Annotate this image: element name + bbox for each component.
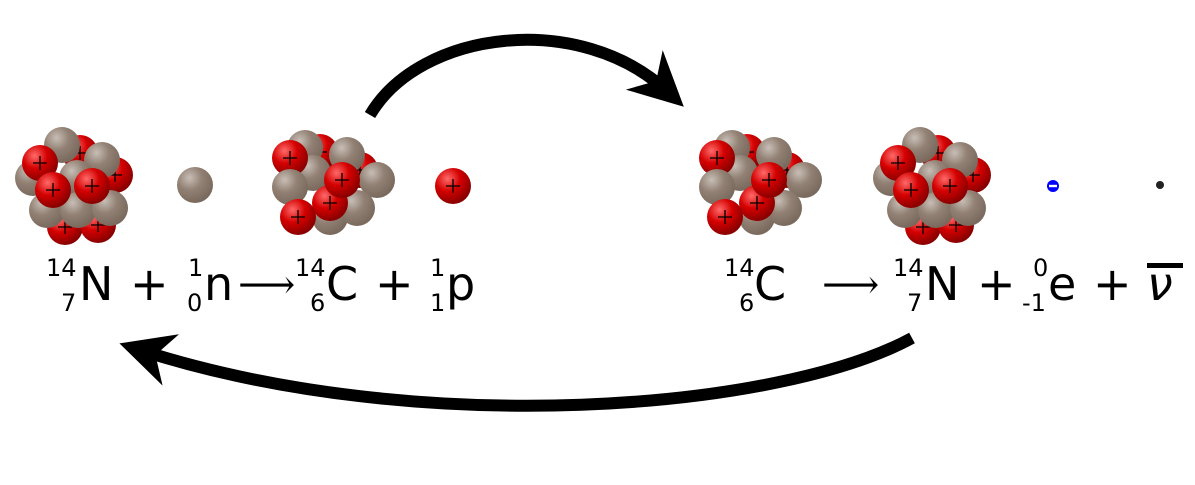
reaction-arrow: ⟶	[238, 262, 295, 308]
neutron	[359, 162, 395, 198]
proton-atomic-number: 1	[430, 289, 445, 317]
plus-charge-icon	[710, 151, 724, 165]
proton-mass-number: 1	[430, 254, 445, 282]
plus-sign: +	[1093, 257, 1132, 311]
bottom-cycle-arrow	[119, 332, 915, 412]
equation-1: 14 7 N + 1 0 n ⟶ 14 6 C + 1 1 p	[46, 254, 475, 317]
c14-mass-number: 14	[295, 254, 326, 282]
c14-symbol: C	[326, 257, 358, 311]
antineutrino	[1156, 181, 1164, 189]
plus-charge-icon	[718, 210, 732, 224]
electron-symbol: e	[1048, 257, 1076, 311]
n14-atomic-number: 7	[61, 289, 76, 317]
neutron-symbol: n	[204, 257, 233, 311]
plus-sign: +	[130, 257, 169, 311]
plus-sign: +	[375, 257, 414, 311]
c14-symbol: C	[754, 257, 786, 311]
n14-symbol: N	[925, 257, 959, 311]
electron-charge-number: -1	[1022, 289, 1046, 317]
plus-charge-icon	[291, 210, 305, 224]
n14-mass-number: 14	[893, 254, 924, 282]
nuclei-group	[15, 127, 1164, 245]
n14-atomic-number: 7	[907, 289, 922, 317]
decay-arrow: ⟶	[822, 262, 879, 308]
plus-charge-icon	[283, 151, 297, 165]
c14-atomic-number: 6	[310, 289, 325, 317]
neutron-mass-number: 1	[188, 254, 203, 282]
antineutrino-bar	[1147, 263, 1183, 268]
top-cycle-arrow	[364, 33, 684, 119]
neutron	[177, 167, 213, 203]
neutron	[786, 162, 822, 198]
plus-charge-icon	[323, 196, 337, 210]
neutron-atomic-number: 0	[187, 289, 202, 317]
plus-charge-icon	[750, 196, 764, 210]
electron-mass-number: 0	[1033, 254, 1048, 282]
plus-charge-icon	[943, 179, 957, 193]
c14-mass-number: 14	[724, 254, 755, 282]
plus-charge-icon	[904, 183, 918, 197]
plus-charge-icon	[891, 156, 905, 170]
proton-symbol: p	[446, 257, 475, 311]
n14-symbol: N	[79, 257, 113, 311]
c14-atomic-number: 6	[739, 289, 754, 317]
minus-charge-icon	[1049, 184, 1057, 188]
plus-charge-icon	[335, 173, 349, 187]
neutron	[699, 169, 735, 205]
antineutrino-symbol: ν	[1147, 257, 1173, 311]
plus-charge-icon	[85, 179, 99, 193]
n14-mass-number: 14	[46, 254, 77, 282]
plus-charge-icon	[46, 183, 60, 197]
neutron	[339, 190, 375, 226]
plus-charge-icon	[762, 173, 776, 187]
plus-charge-icon	[446, 179, 460, 193]
equation-2: 14 6 C ⟶ 14 7 N + 0 -1 e + ν	[724, 254, 1183, 317]
plus-charge-icon	[33, 156, 47, 170]
neutron	[272, 169, 308, 205]
neutron	[766, 190, 802, 226]
plus-sign: +	[977, 257, 1016, 311]
